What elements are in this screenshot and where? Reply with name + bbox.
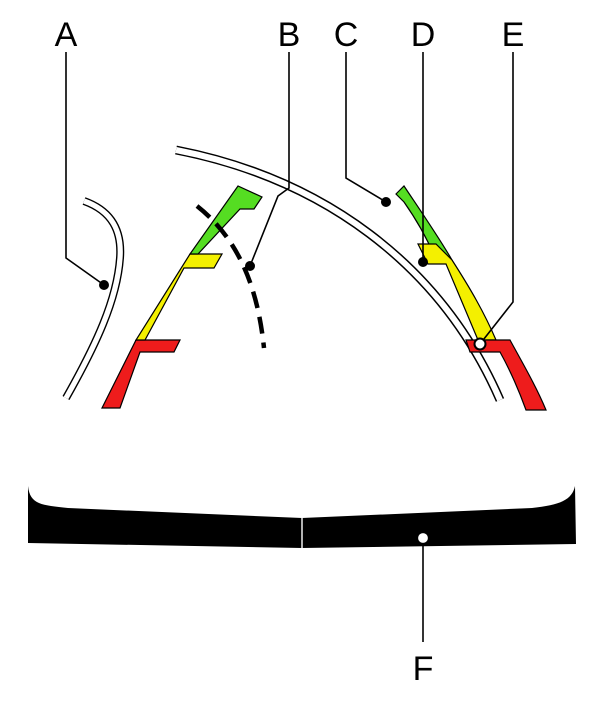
callout-label-a: A xyxy=(55,16,78,54)
marker-d xyxy=(418,257,428,267)
callout-label-c: C xyxy=(334,16,359,54)
callout-label-b: B xyxy=(278,16,301,54)
callout-label-e: E xyxy=(502,16,525,54)
right-zone-red xyxy=(465,339,547,411)
left-zone-red xyxy=(101,339,181,409)
marker-e xyxy=(473,337,487,351)
marker-c xyxy=(381,197,391,207)
callout-label-f: F xyxy=(413,650,434,688)
marker-f xyxy=(415,530,431,546)
vehicle-width-line-left xyxy=(62,197,125,400)
callout-leaders xyxy=(65,52,514,642)
marker-b xyxy=(245,261,255,271)
left-zone-green xyxy=(188,185,263,255)
predicted-course-dashed-line xyxy=(195,204,267,349)
rear-bumper xyxy=(28,486,576,548)
callout-labels: A B C D E F xyxy=(55,16,525,688)
distance-guide-left xyxy=(101,185,263,409)
left-zone-yellow xyxy=(134,253,224,341)
callout-label-d: D xyxy=(411,16,436,54)
bumper-shape xyxy=(28,486,576,548)
marker-a xyxy=(99,280,109,290)
distance-guide-right xyxy=(395,185,547,411)
